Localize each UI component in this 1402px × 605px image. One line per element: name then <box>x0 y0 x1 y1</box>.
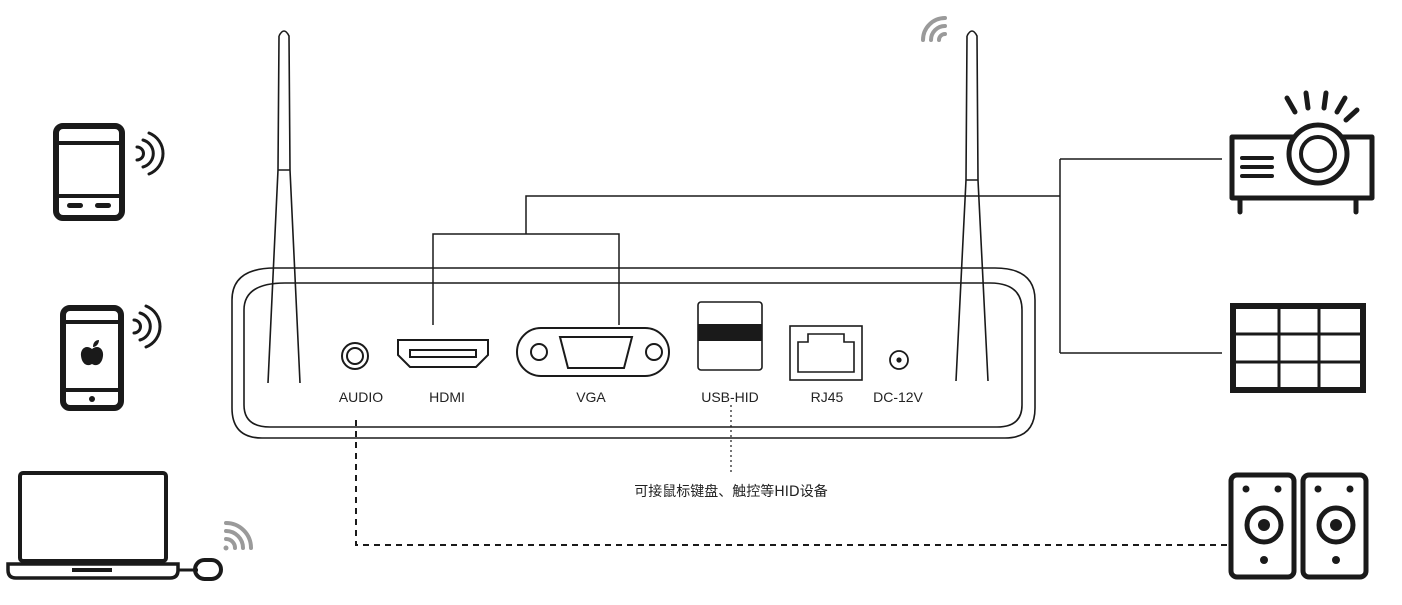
right-antenna <box>955 30 989 382</box>
usb-hid-note: 可接鼠标键盘、触控等HID设备 <box>634 483 827 500</box>
left-antenna <box>267 30 301 384</box>
android-phone-icon <box>53 123 125 221</box>
usb-hid-label: USB-HID <box>701 389 759 405</box>
hdmi-label: HDMI <box>429 389 465 405</box>
vga-port <box>516 327 670 377</box>
device-body <box>231 267 1036 439</box>
dc-label: DC-12V <box>873 389 923 405</box>
wireless-dongle-icon <box>178 558 223 581</box>
android-wifi-icon <box>135 131 165 176</box>
dc-port <box>889 350 909 370</box>
hdmi-port <box>397 339 489 368</box>
usb-port <box>697 301 763 371</box>
laptop-icon <box>6 471 180 580</box>
projector-icon <box>1229 90 1375 215</box>
rj45-label: RJ45 <box>811 389 844 405</box>
apple-logo-icon <box>80 340 104 366</box>
iphone-wifi-icon <box>132 304 162 349</box>
speakers-icon <box>1228 472 1369 580</box>
rj45-port <box>789 325 863 381</box>
iphone-icon <box>60 305 124 411</box>
wifi-signal-icon <box>921 16 947 42</box>
audio-dashed-line <box>355 420 1228 546</box>
audio-jack <box>341 342 369 370</box>
audio-label: AUDIO <box>339 389 383 405</box>
dongle-wifi-icon <box>223 521 253 551</box>
video-output-lines <box>432 158 1222 354</box>
vga-label: VGA <box>576 389 606 405</box>
video-wall-icon <box>1230 303 1366 393</box>
